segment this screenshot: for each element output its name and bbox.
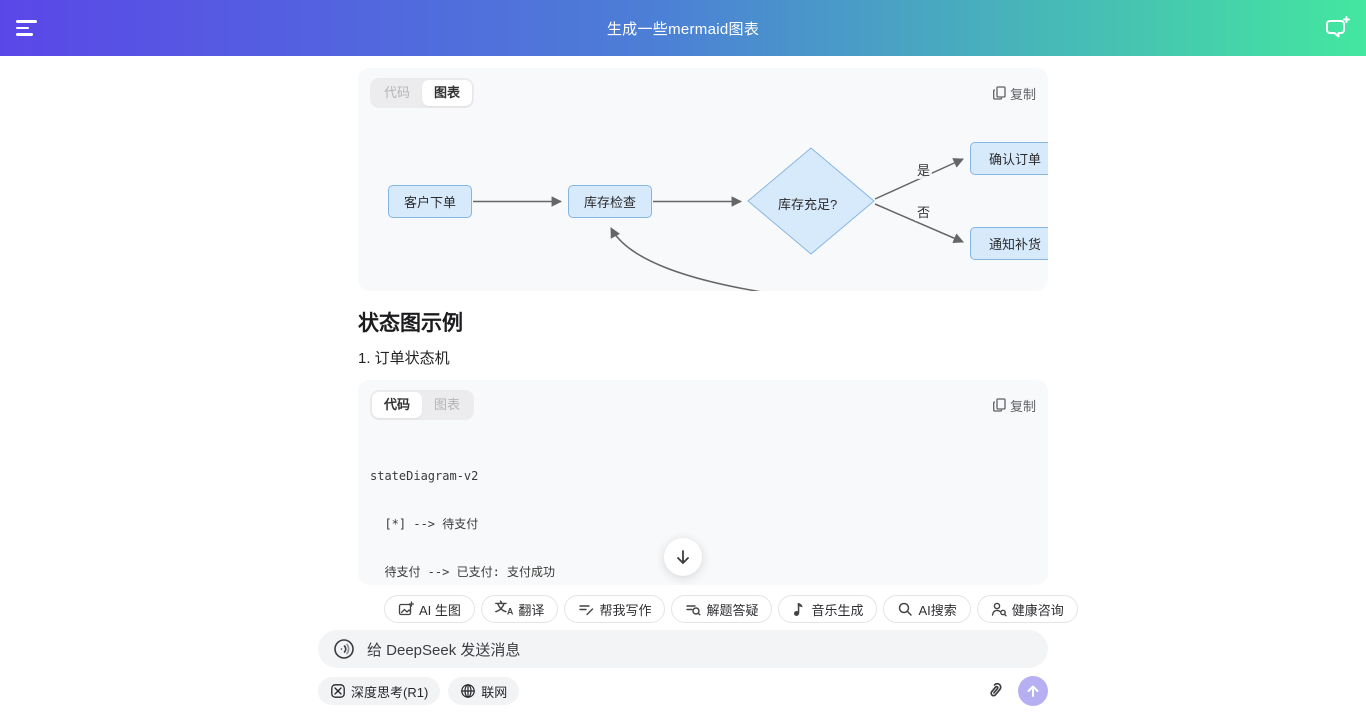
edge-label-no: 否 <box>915 202 933 221</box>
web-search-toggle[interactable]: 联网 <box>448 677 520 705</box>
flowchart-card: 代码 图表 复制 <box>358 68 1048 291</box>
tab-chart[interactable]: 图表 <box>422 80 473 106</box>
deepthink-icon <box>331 684 345 698</box>
tab-code[interactable]: 代码 <box>384 85 411 100</box>
qa-button[interactable]: 解题答疑 <box>671 595 773 623</box>
flow-node-restock: 通知补货 <box>970 227 1048 260</box>
send-arrow-icon <box>1027 685 1039 697</box>
input-placeholder: 给 DeepSeek 发送消息 <box>367 641 521 659</box>
copy-button[interactable]: 复制 <box>993 396 1036 415</box>
health-icon <box>991 602 1007 617</box>
tab-chart[interactable]: 图表 <box>434 397 461 412</box>
copy-icon <box>993 398 1006 412</box>
globe-icon <box>461 684 476 698</box>
composer-footer: 深度思考(R1) 联网 <box>318 676 1048 706</box>
app-header: 生成一些mermaid图表 <box>0 0 1366 56</box>
flow-node-stock-check: 库存检查 <box>568 185 652 218</box>
write-icon <box>579 605 594 616</box>
paperclip-icon[interactable] <box>977 674 1011 708</box>
send-button[interactable] <box>1018 676 1048 706</box>
page-title: 生成一些mermaid图表 <box>606 20 760 38</box>
writing-helper-button[interactable]: 帮我写作 <box>564 595 666 623</box>
down-arrow-icon <box>677 550 689 564</box>
copy-button[interactable]: 复制 <box>993 84 1036 103</box>
music-icon <box>794 603 804 616</box>
mermaid-flowchart: 客户下单 库存检查 库存充足? 确认订单 通知补货 是 否 <box>358 68 1048 291</box>
message-input[interactable]: 给 DeepSeek 发送消息 <box>318 630 1048 668</box>
ai-search-button[interactable]: AI搜索 <box>883 595 971 623</box>
deepthink-toggle[interactable]: 深度思考(R1) <box>318 677 441 705</box>
flow-node-order: 客户下单 <box>388 185 472 218</box>
translate-icon: 文A <box>494 600 514 617</box>
search-icon <box>899 602 913 616</box>
code-card-tab-group: 代码 图表 <box>370 390 475 420</box>
section-subheading: 1. 订单状态机 <box>358 350 450 367</box>
translate-button[interactable]: 文A 翻译 <box>480 595 559 623</box>
ai-image-button[interactable]: AI 生图 <box>384 595 475 623</box>
health-button[interactable]: 健康咨询 <box>976 595 1078 623</box>
copy-icon <box>993 86 1006 100</box>
voice-icon[interactable] <box>332 637 356 661</box>
music-button[interactable]: 音乐生成 <box>778 595 878 623</box>
mermaid-code-block: stateDiagram-v2 [*] --> 待支付 待支付 --> 已支付:… <box>370 469 556 579</box>
scroll-to-bottom-button[interactable] <box>664 538 702 576</box>
code-card: 代码 图表 复制 stateDiagram-v2 [*] --> 待支付 待支付… <box>358 380 1048 585</box>
section-heading: 状态图示例 <box>358 312 463 335</box>
flow-card-tab-group: 代码 图表 <box>370 78 475 108</box>
flow-node-stock-enough: 库存充足? <box>778 197 838 212</box>
new-chat-icon[interactable] <box>1324 14 1352 42</box>
copy-label: 复制 <box>1009 86 1036 102</box>
flow-node-confirm: 确认订单 <box>970 142 1048 175</box>
edge-label-yes: 是 <box>915 160 933 179</box>
image-icon <box>398 601 414 616</box>
menu-icon[interactable] <box>16 16 42 40</box>
tab-code[interactable]: 代码 <box>372 392 423 418</box>
suggestion-toolbar: AI 生图 文A 翻译 帮我写作 解题答疑 音乐生 <box>384 595 1078 623</box>
qa-icon <box>686 605 701 616</box>
copy-label: 复制 <box>1009 398 1036 414</box>
